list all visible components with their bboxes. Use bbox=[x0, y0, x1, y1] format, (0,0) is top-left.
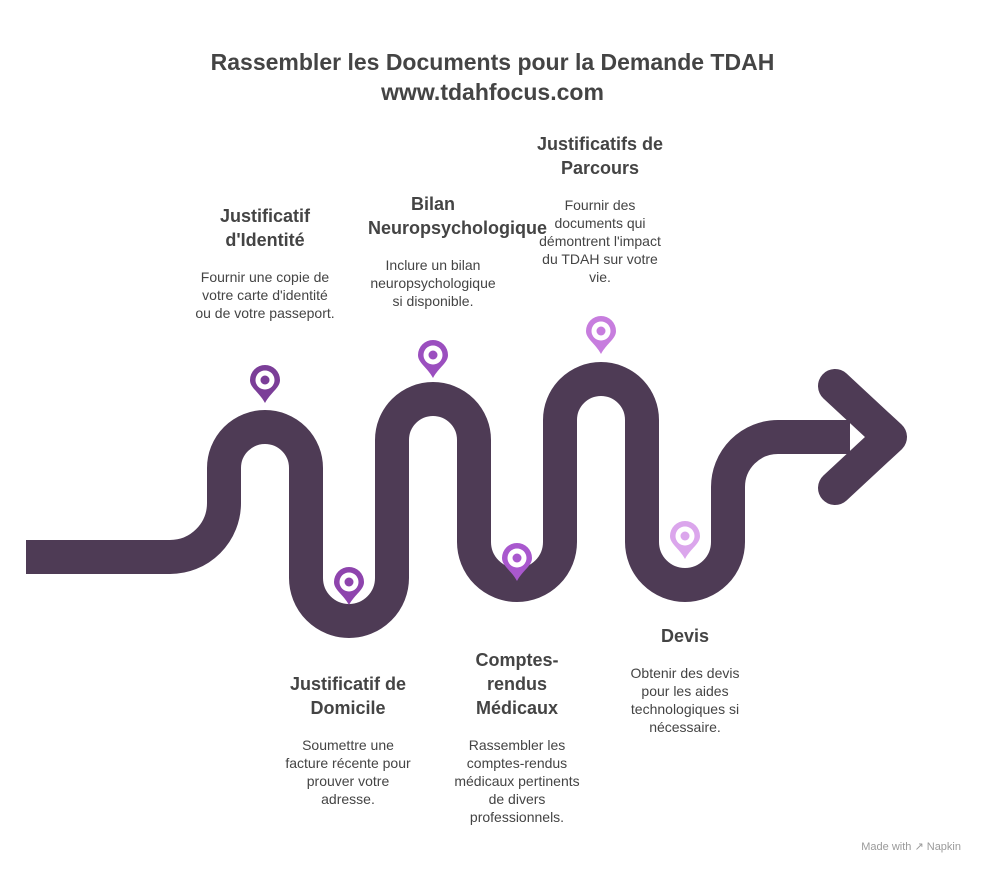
step-title: Justificatifs de Parcours bbox=[536, 134, 664, 178]
arrow-head bbox=[818, 369, 907, 505]
napkin-logo-icon: ↗ bbox=[914, 841, 924, 853]
napkin-watermark: Made with ↗ Napkin bbox=[861, 840, 961, 853]
location-pin-icon bbox=[670, 521, 700, 559]
step-title: Devis bbox=[660, 626, 710, 646]
step-parcours: Justificatifs de Parcours Fournir des do… bbox=[528, 132, 672, 286]
page-title: Rassembler les Documents pour la Demande… bbox=[210, 49, 775, 75]
step-comptes-rendus: Comptes-rendus Médicaux Rassembler les c… bbox=[447, 648, 587, 826]
step-domicile: Justificatif de Domicile Soumettre une f… bbox=[280, 672, 416, 808]
step-bilan: Bilan Neuropsychologique Inclure un bila… bbox=[338, 192, 548, 310]
page-subtitle: www.tdahfocus.com bbox=[381, 79, 604, 105]
footer-brand: Napkin bbox=[926, 841, 961, 853]
step-description: Soumettre une facture récente pour prouv… bbox=[285, 737, 411, 807]
location-pin-icon bbox=[586, 316, 616, 354]
step-title: Justificatif d'Identité bbox=[219, 206, 311, 250]
location-pin-icon bbox=[334, 567, 364, 605]
step-title: Justificatif de Domicile bbox=[289, 674, 407, 718]
step-title: Comptes-rendus Médicaux bbox=[475, 650, 559, 718]
step-description: Obtenir des devis pour les aides technol… bbox=[630, 665, 740, 735]
step-devis: Devis Obtenir des devis pour les aides t… bbox=[615, 624, 755, 736]
step-description: Inclure un bilan neuropsychologique si d… bbox=[370, 257, 496, 309]
location-pin-icon bbox=[502, 543, 532, 581]
location-pin-icon bbox=[418, 340, 448, 378]
step-title: Bilan Neuropsychologique bbox=[368, 194, 548, 238]
step-description: Rassembler les comptes-rendus médicaux p… bbox=[454, 737, 580, 825]
step-description: Fournir des documents qui démontrent l'i… bbox=[539, 197, 661, 285]
location-pin-icon bbox=[250, 365, 280, 403]
step-description: Fournir une copie de votre carte d'ident… bbox=[195, 269, 335, 321]
winding-road bbox=[26, 362, 850, 638]
footer-label: Made with bbox=[861, 841, 912, 853]
step-identite: Justificatif d'Identité Fournir une copi… bbox=[193, 204, 337, 322]
